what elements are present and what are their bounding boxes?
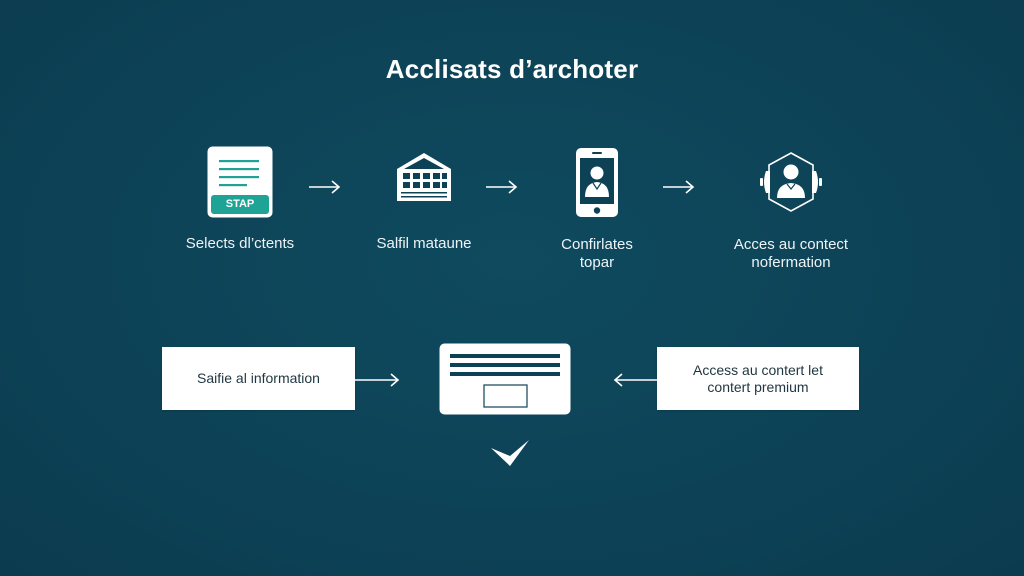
info-box-right-line1: Access au contert let: [693, 361, 823, 378]
hexagon-user-icon: [760, 152, 822, 212]
arrow-right-icon: [486, 180, 518, 194]
info-box-left-text: Saifie al information: [197, 370, 320, 386]
smartphone-user-icon: [576, 148, 618, 217]
step-1: STAP Selects dl’ctents: [186, 146, 294, 252]
document-stamp-icon: [207, 146, 273, 218]
step-1-label: Selects dl’ctents: [185, 235, 295, 252]
building-icon: [397, 153, 451, 201]
step-3: Confirlates topar: [561, 147, 633, 271]
form-card-icon: [439, 343, 571, 415]
info-box-left: Saifie al information: [162, 347, 355, 410]
step-3-label: Confirlates topar: [561, 236, 633, 271]
info-box-right: Access au contert let contert premium: [657, 347, 859, 410]
arrow-left-icon: [613, 373, 658, 387]
step-4-label: Acces au contect nofermation: [733, 236, 849, 271]
step-2: Salfil mataune: [376, 152, 472, 252]
info-box-right-line2: contert premium: [707, 378, 809, 395]
arrow-right-icon: [309, 180, 341, 194]
step-4: Acces au contect nofermation: [734, 151, 848, 271]
step-2-label: Salfil mataune: [376, 235, 472, 252]
stamp-badge: STAP: [225, 198, 255, 210]
arrow-right-icon: [663, 180, 695, 194]
checkmark-icon: [491, 440, 529, 466]
diagram-title: Acclisats d’archoter: [385, 54, 639, 84]
arrow-right-icon: [355, 373, 400, 387]
